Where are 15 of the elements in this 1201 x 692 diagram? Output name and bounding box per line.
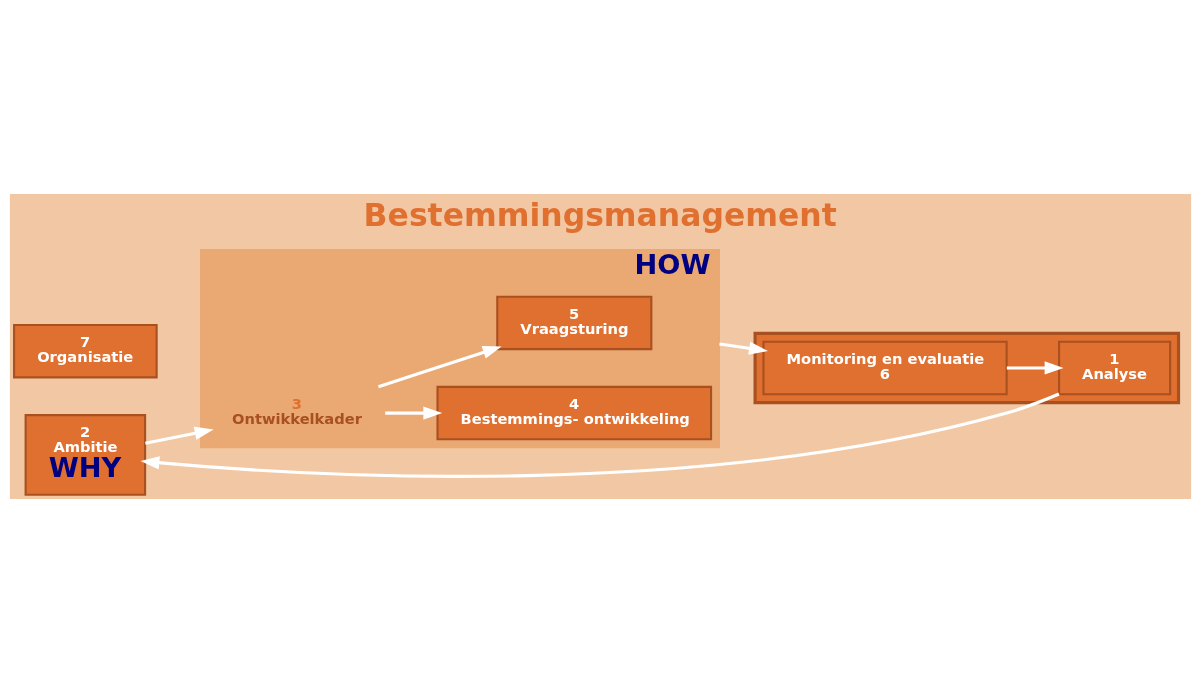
node-box: 5 Vraagsturing <box>496 295 653 350</box>
arrow <box>385 405 443 420</box>
node-box: 4 Bestemmings- ontwikkeling <box>436 385 713 440</box>
arrow <box>719 341 768 355</box>
node-text: 3 Ontwikkelkader <box>232 394 362 427</box>
diagram-title: Bestemmingsmanagement <box>363 196 837 233</box>
arrow <box>1006 360 1064 375</box>
arrow <box>140 392 1060 478</box>
arrow <box>145 426 214 445</box>
node-box: 1 Analyse <box>1058 340 1172 395</box>
node-box: 7 Organisatie <box>13 323 158 378</box>
cluster <box>753 331 1181 404</box>
node-box: Monitoring en evaluatie 6 <box>762 340 1008 395</box>
node-box: 2 Ambitie WHY <box>24 413 147 496</box>
arrow <box>377 345 502 388</box>
